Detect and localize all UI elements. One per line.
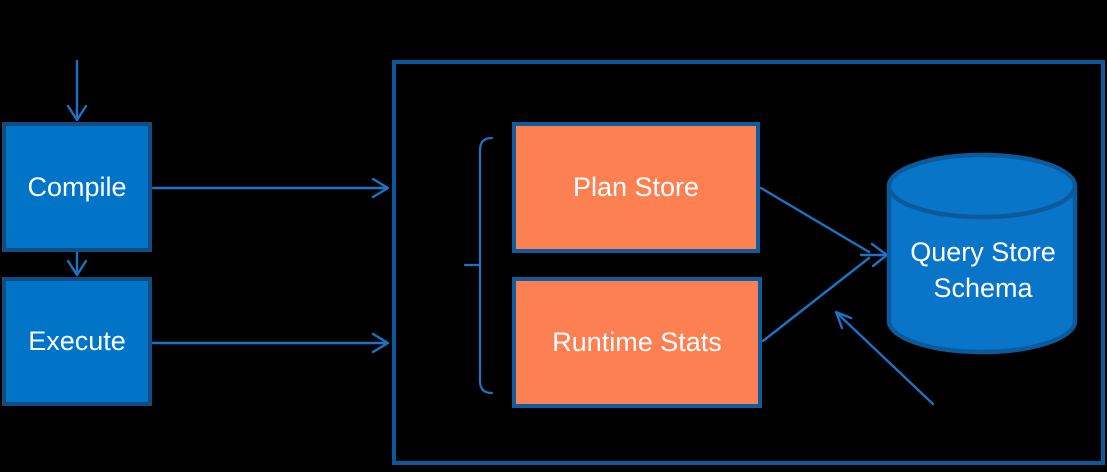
database-cylinder-body: [886, 183, 1078, 355]
arrowhead-compile-to-container: [371, 177, 390, 199]
grouping-bracket: [478, 136, 494, 395]
database-cylinder: [886, 152, 1078, 355]
compile-node: Compile: [2, 122, 152, 252]
query-store-container-box: [392, 60, 1105, 465]
arrow-plan-store-to-schema: [759, 186, 871, 254]
compile-node-label: Compile: [27, 171, 127, 202]
runtime-stats-node-label: Runtime Stats: [552, 327, 722, 357]
arrowhead-compile-to-execute: [66, 259, 88, 277]
arrowhead-external-to-schema: [834, 310, 853, 330]
database-cylinder-top: [886, 152, 1078, 220]
query-store-schema-label: Query Store Schema: [910, 237, 1056, 303]
arrow-external-to-schema: [836, 312, 935, 406]
arrow-runtime-stats-to-schema: [761, 256, 871, 343]
plan-store-node-label: Plan Store: [572, 172, 700, 202]
plan-store-node: Plan Store: [512, 122, 760, 253]
arrowhead-execute-to-container: [371, 332, 390, 354]
arrowhead-input-to-compile: [66, 104, 88, 122]
execute-node: Execute: [2, 277, 152, 406]
runtime-stats-node: Runtime Stats: [512, 277, 762, 408]
execute-node-label: Execute: [28, 326, 126, 356]
